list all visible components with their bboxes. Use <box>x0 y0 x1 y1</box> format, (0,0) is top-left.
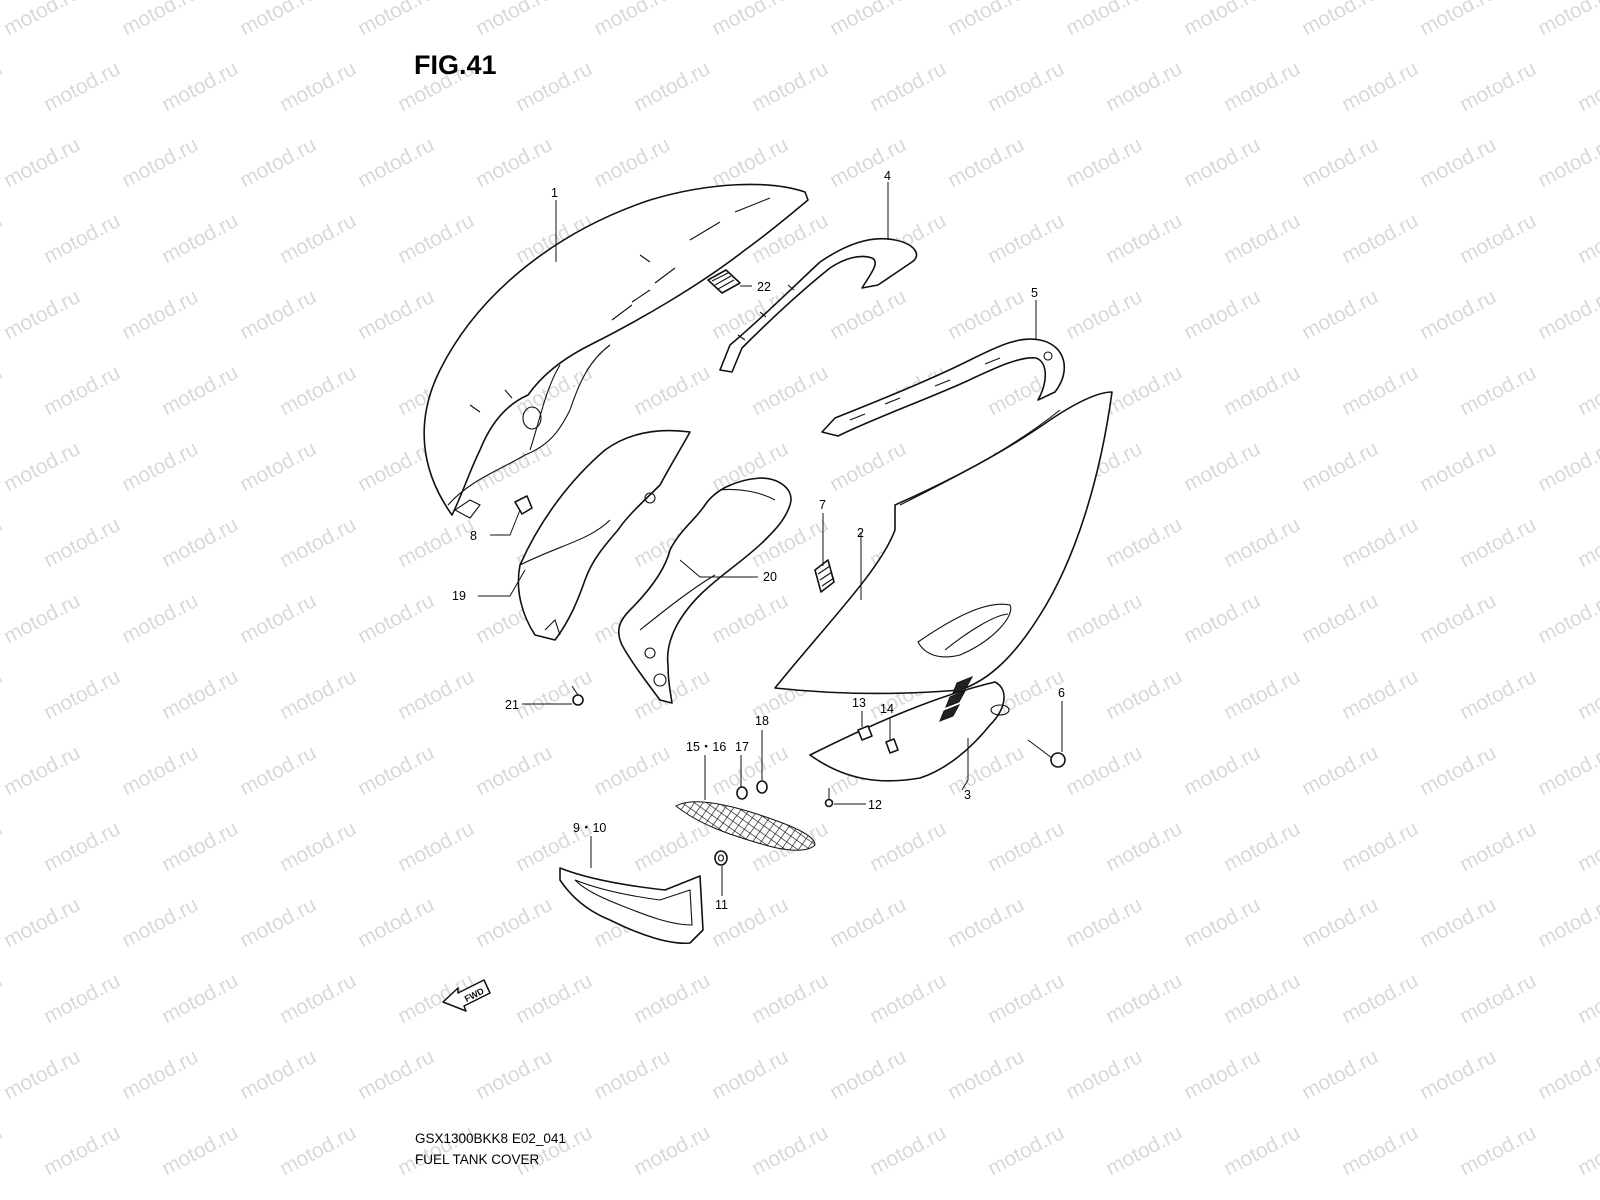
callout-4: 4 <box>884 169 891 183</box>
callout-15-16: 15・16 <box>686 740 726 754</box>
fwd-arrow-icon: FWD <box>442 979 491 1012</box>
leader-lines <box>478 182 1063 896</box>
part-13-nut <box>857 725 873 741</box>
part-17-washer <box>736 786 748 800</box>
diagram-title: FUEL TANK COVER <box>415 1152 540 1167</box>
part-8-clip <box>514 495 533 515</box>
part-9-10-bezel <box>559 867 704 945</box>
callout-3: 3 <box>964 788 971 802</box>
part-12-screw <box>824 788 834 808</box>
callout-12: 12 <box>868 798 882 812</box>
part-4-top-trim <box>719 237 918 373</box>
callout-6: 6 <box>1058 686 1065 700</box>
part-1-upper-cover <box>423 183 809 519</box>
callout-1: 1 <box>551 186 558 200</box>
callout-14: 14 <box>880 702 894 716</box>
callout-18: 18 <box>755 714 769 728</box>
callout-17: 17 <box>735 740 749 754</box>
part-5-side-trim <box>821 338 1066 437</box>
part-2-side-cover <box>774 391 1113 695</box>
callout-8: 8 <box>470 529 477 543</box>
callout-5: 5 <box>1031 286 1038 300</box>
part-19-inner-panel <box>517 429 691 641</box>
callout-13: 13 <box>852 696 866 710</box>
callout-9-10: 9・10 <box>573 821 606 835</box>
callout-labels: 1 2 3 4 5 6 7 8 9・10 11 12 13 14 15・16 1… <box>452 169 1065 912</box>
callout-21: 21 <box>505 698 519 712</box>
callout-7: 7 <box>819 498 826 512</box>
callout-2: 2 <box>857 526 864 540</box>
diagram-code: GSX1300BKK8 E02_041 <box>415 1131 566 1146</box>
figure-title: FIG.41 <box>414 50 497 80</box>
callout-19: 19 <box>452 589 466 603</box>
callout-11: 11 <box>715 898 728 912</box>
part-11-washer <box>714 850 728 866</box>
callout-22: 22 <box>757 280 771 294</box>
part-20-inner-frame <box>618 477 792 704</box>
part-15-16-mesh <box>675 801 816 851</box>
callout-20: 20 <box>763 570 777 584</box>
part-14-grommet <box>885 738 899 754</box>
part-21-screw <box>571 685 584 706</box>
part-7-clip <box>814 559 835 593</box>
part-22-label <box>707 269 741 294</box>
part-6-bolt <box>1027 739 1066 768</box>
part-3-lower-cover <box>809 676 1010 782</box>
part-18-washer <box>756 780 768 794</box>
